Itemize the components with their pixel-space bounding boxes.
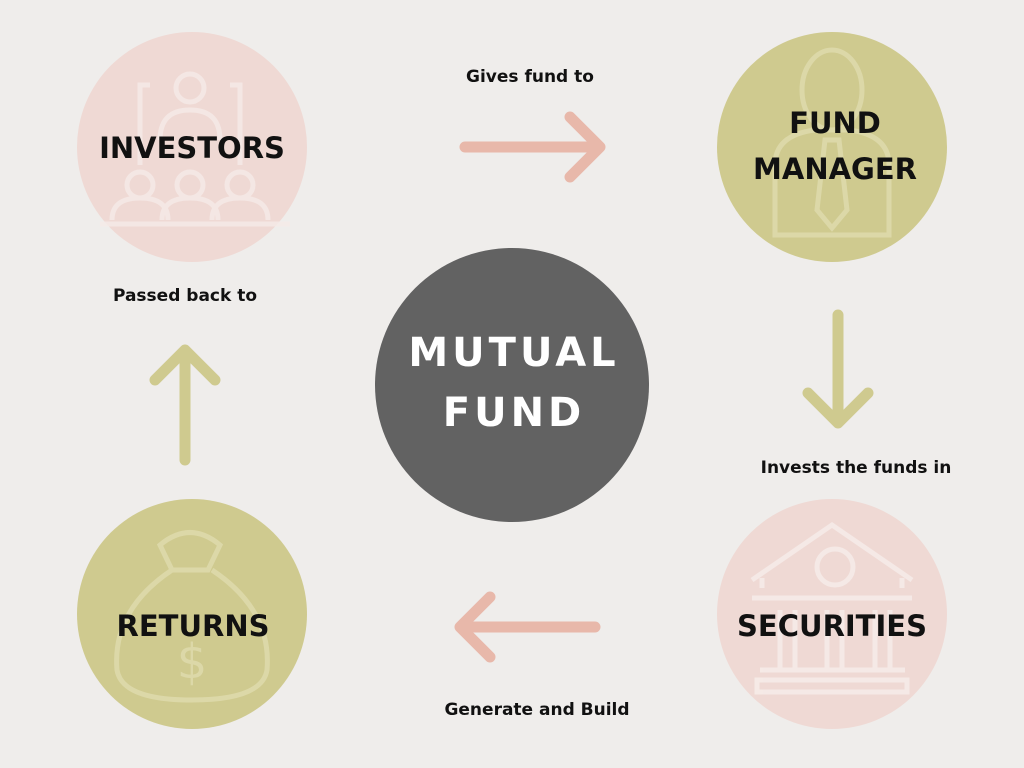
edge-label-gives-fund: Gives fund to (466, 67, 594, 87)
fund-manager-line-2: MANAGER (753, 152, 917, 186)
investors-label: INVESTORS (99, 131, 285, 165)
fund-manager-line-1: FUND (789, 106, 881, 140)
money-bag-icon: $ (114, 530, 270, 703)
returns-label: RETURNS (116, 609, 270, 643)
fund-manager-label: FUND MANAGER (753, 100, 917, 192)
edge-label-invests: Invests the funds in (760, 458, 952, 478)
mutual-fund-center (375, 248, 649, 522)
edge-label-passed-back: Passed back to (112, 286, 258, 306)
businessman-icon (772, 47, 892, 238)
svg-text:$: $ (177, 634, 208, 690)
returns-node (77, 499, 307, 729)
title-line-1: MUTUAL (408, 330, 620, 376)
edge-label-generate: Generate and Build (444, 700, 630, 720)
arrow-right (459, 111, 606, 183)
arrow-up (149, 344, 221, 466)
title-line-2: FUND (442, 390, 586, 436)
securities-label: SECURITIES (737, 609, 927, 643)
bank-building-icon (750, 521, 914, 695)
people-group-icon (100, 71, 290, 227)
investors-node (77, 32, 307, 262)
arrow-left (454, 591, 601, 663)
mutual-fund-title: MUTUAL FUND (408, 323, 619, 443)
arrow-down (802, 309, 874, 429)
